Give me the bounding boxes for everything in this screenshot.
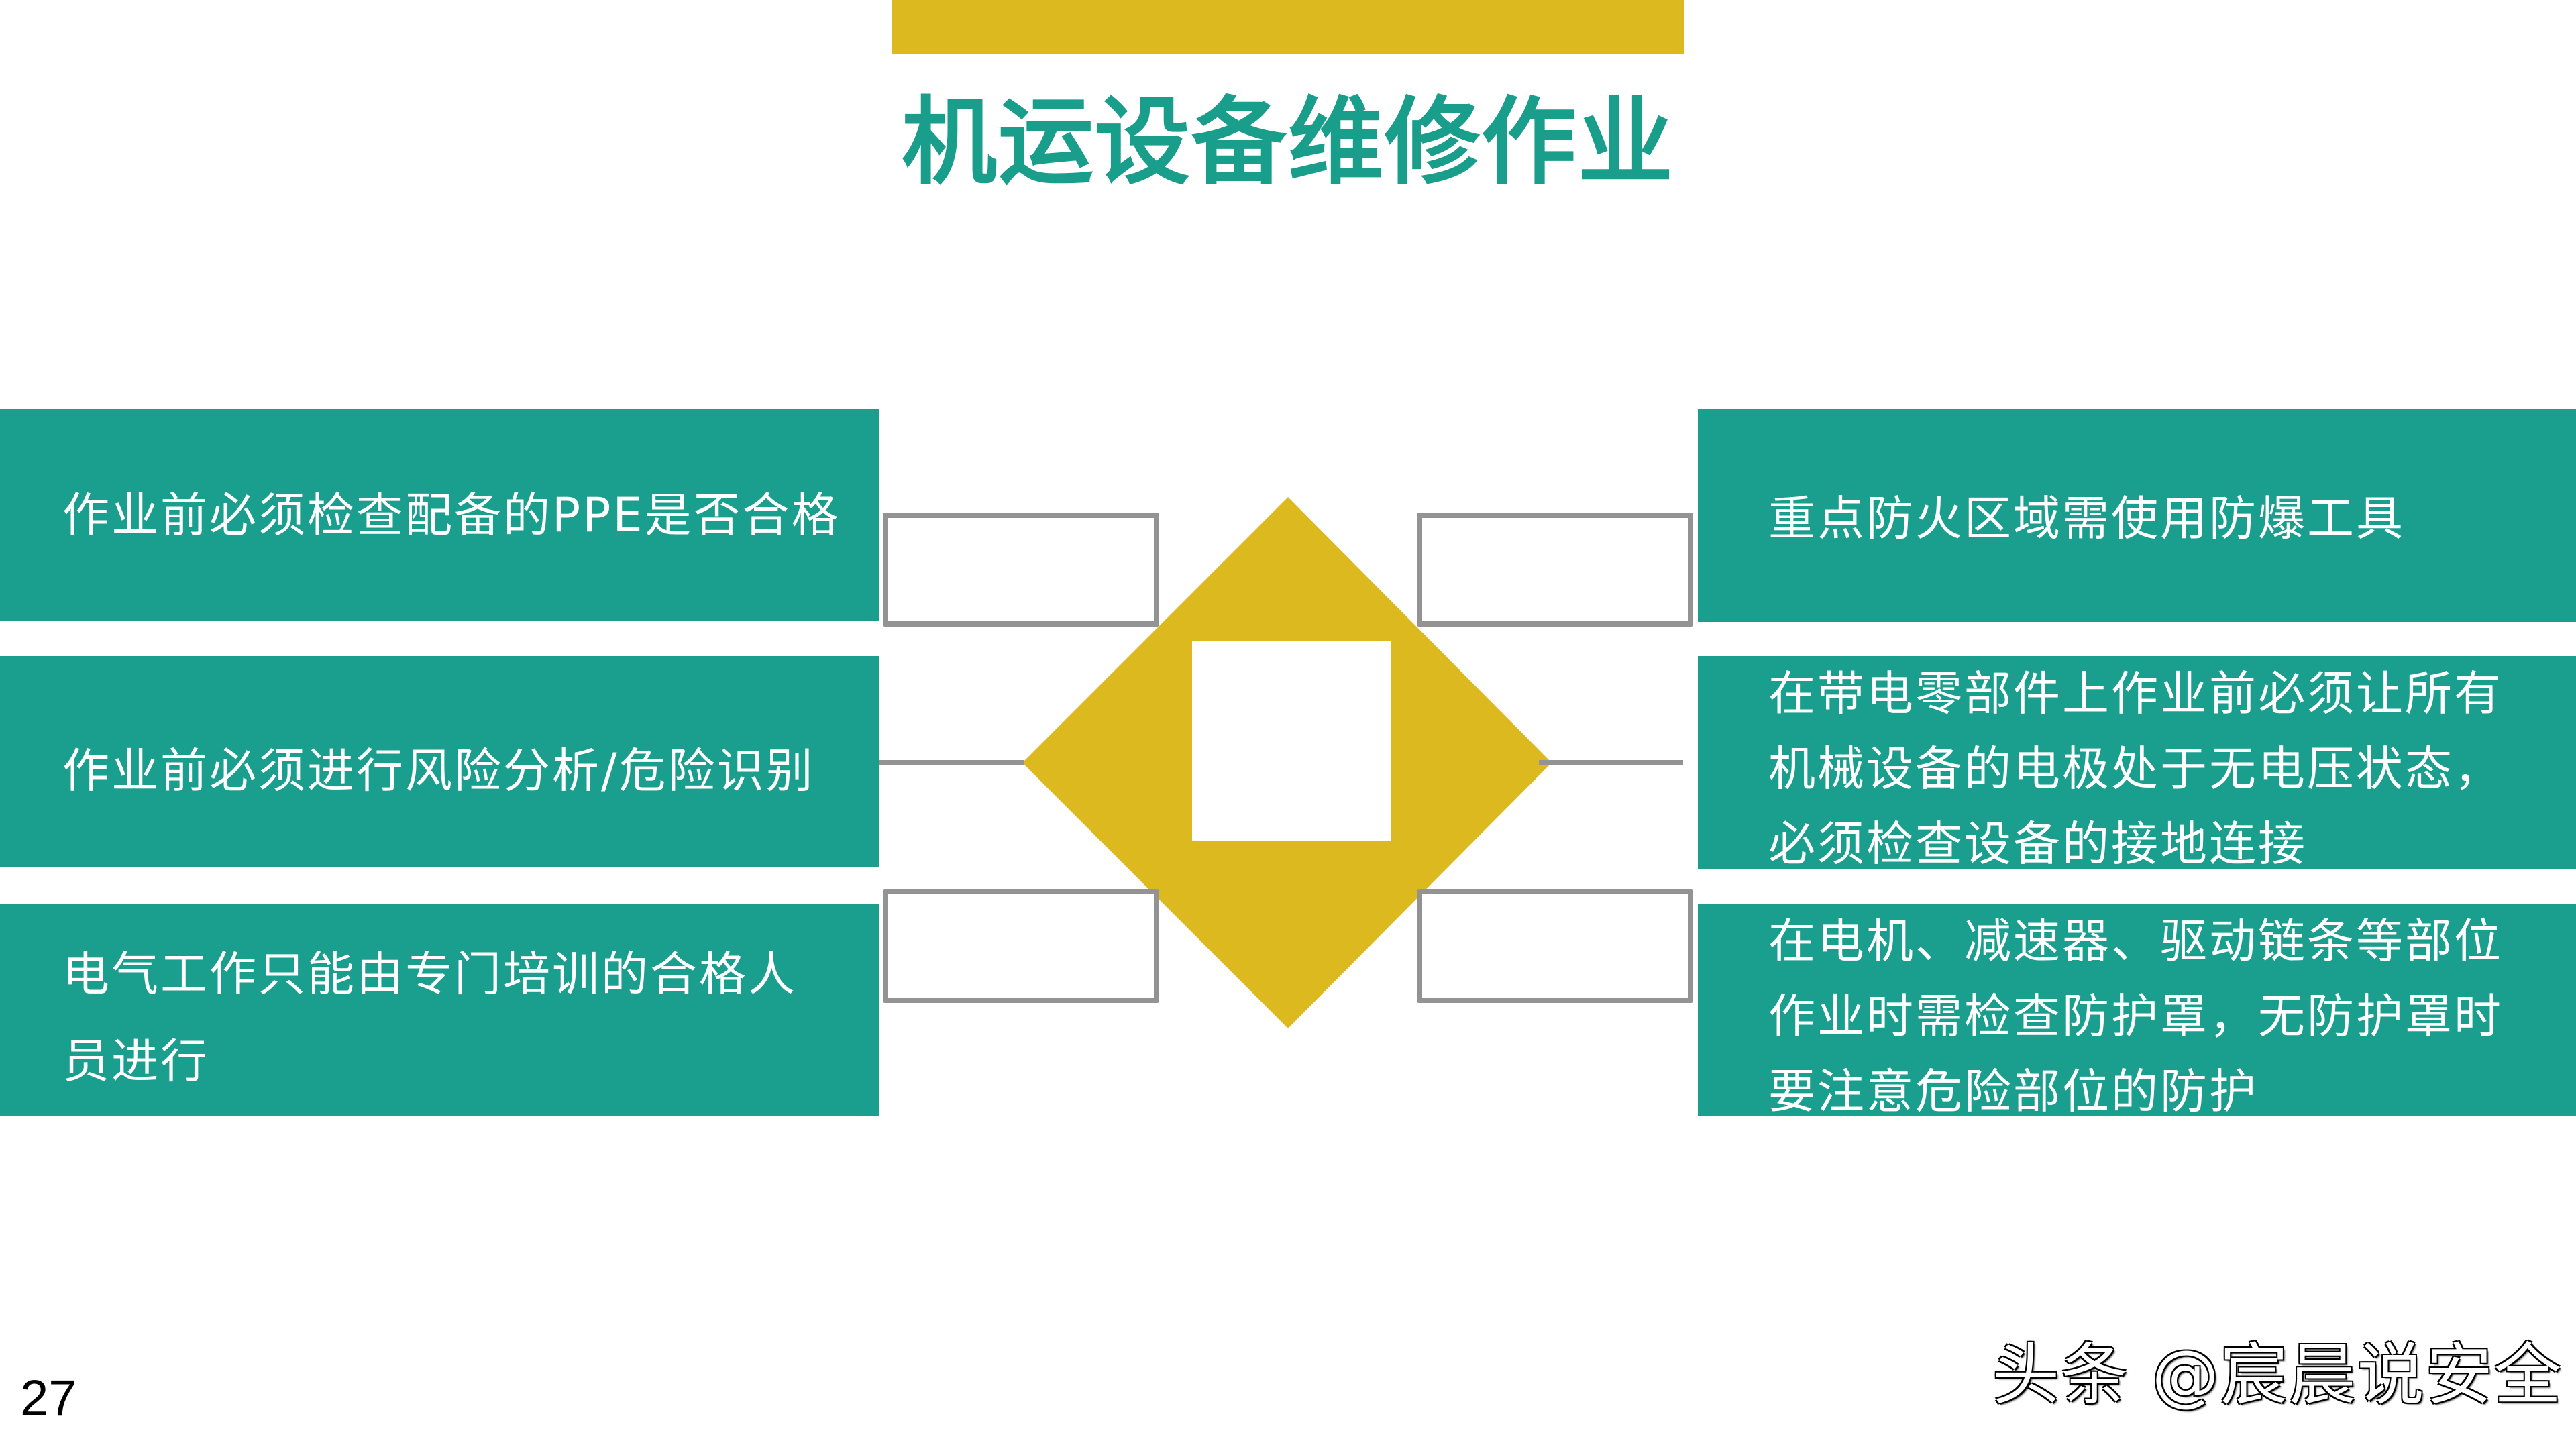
center-white-square (1192, 641, 1391, 841)
page-number: 27 (20, 1370, 77, 1427)
left-panel-1: 作业前必须检查配备的PPE是否合格 (0, 409, 879, 621)
right-connector-line (1539, 760, 1683, 765)
left-panel-3: 电气工作只能由专门培训的合格人员进行 (0, 904, 879, 1116)
slide-title: 机运设备维修作业 (902, 87, 1674, 198)
outline-box-top-left (883, 513, 1159, 627)
right-panel-1-text: 重点防火区域需使用防爆工具 (1768, 490, 2405, 546)
outline-box-top-right (1417, 513, 1693, 627)
outline-box-bottom-right (1417, 889, 1693, 1003)
right-panel-1: 重点防火区域需使用防爆工具 (1698, 409, 2576, 622)
left-panel-1-text: 作业前必须检查配备的PPE是否合格 (62, 488, 841, 543)
watermark-text: 头条 @宸晨说安全 (1992, 1336, 2563, 1414)
right-panel-2-text: 在带电零部件上作业前必须让所有机械设备的电极处于无电压状态，必须检查设备的接地连… (1768, 666, 2503, 869)
left-panel-2-text: 作业前必须进行风险分析/危险识别 (62, 743, 815, 798)
outline-box-bottom-left (883, 889, 1159, 1003)
left-panel-3-text: 电气工作只能由专门培训的合格人员进行 (62, 947, 797, 1089)
top-accent-bar (892, 0, 1684, 54)
right-panel-3-text: 在电机、减速器、驱动链条等部位作业时需检查防护罩，无防护罩时要注意危险部位的防护 (1768, 914, 2503, 1116)
left-panel-2: 作业前必须进行风险分析/危险识别 (0, 656, 879, 867)
right-panel-3: 在电机、减速器、驱动链条等部位作业时需检查防护罩，无防护罩时要注意危险部位的防护 (1698, 904, 2576, 1116)
left-connector-line (879, 760, 1024, 765)
right-panel-2: 在带电零部件上作业前必须让所有机械设备的电极处于无电压状态，必须检查设备的接地连… (1698, 656, 2576, 869)
